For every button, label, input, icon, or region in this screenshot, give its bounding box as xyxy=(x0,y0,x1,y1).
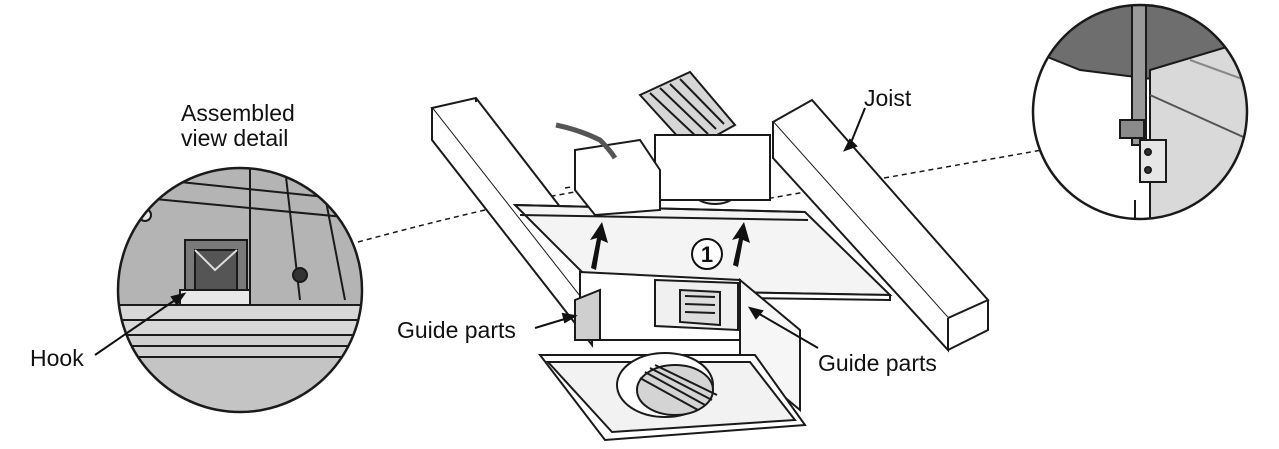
lift-arrows xyxy=(590,222,750,270)
lift-arrow-right xyxy=(732,222,750,267)
assembled-view-label-line2: view detail xyxy=(181,125,289,151)
lift-arrow-left xyxy=(590,222,608,270)
hook-detail-circle xyxy=(1031,3,1249,221)
assembled-view-label-line1: Assembled xyxy=(181,100,295,126)
callout-pointers xyxy=(94,107,866,356)
fan-housing xyxy=(537,270,807,442)
hook-label: Hook xyxy=(30,345,84,371)
joist-label: Joist xyxy=(864,85,912,111)
duct-assembly xyxy=(555,70,771,217)
step-number: 1 xyxy=(701,242,713,267)
guide-parts-label-right: Guide parts xyxy=(818,350,937,376)
guide-parts-label-left: Guide parts xyxy=(397,317,516,343)
assembled-detail-circle xyxy=(116,166,364,414)
step-marker: 1 xyxy=(691,238,723,270)
joist-right xyxy=(771,98,990,353)
